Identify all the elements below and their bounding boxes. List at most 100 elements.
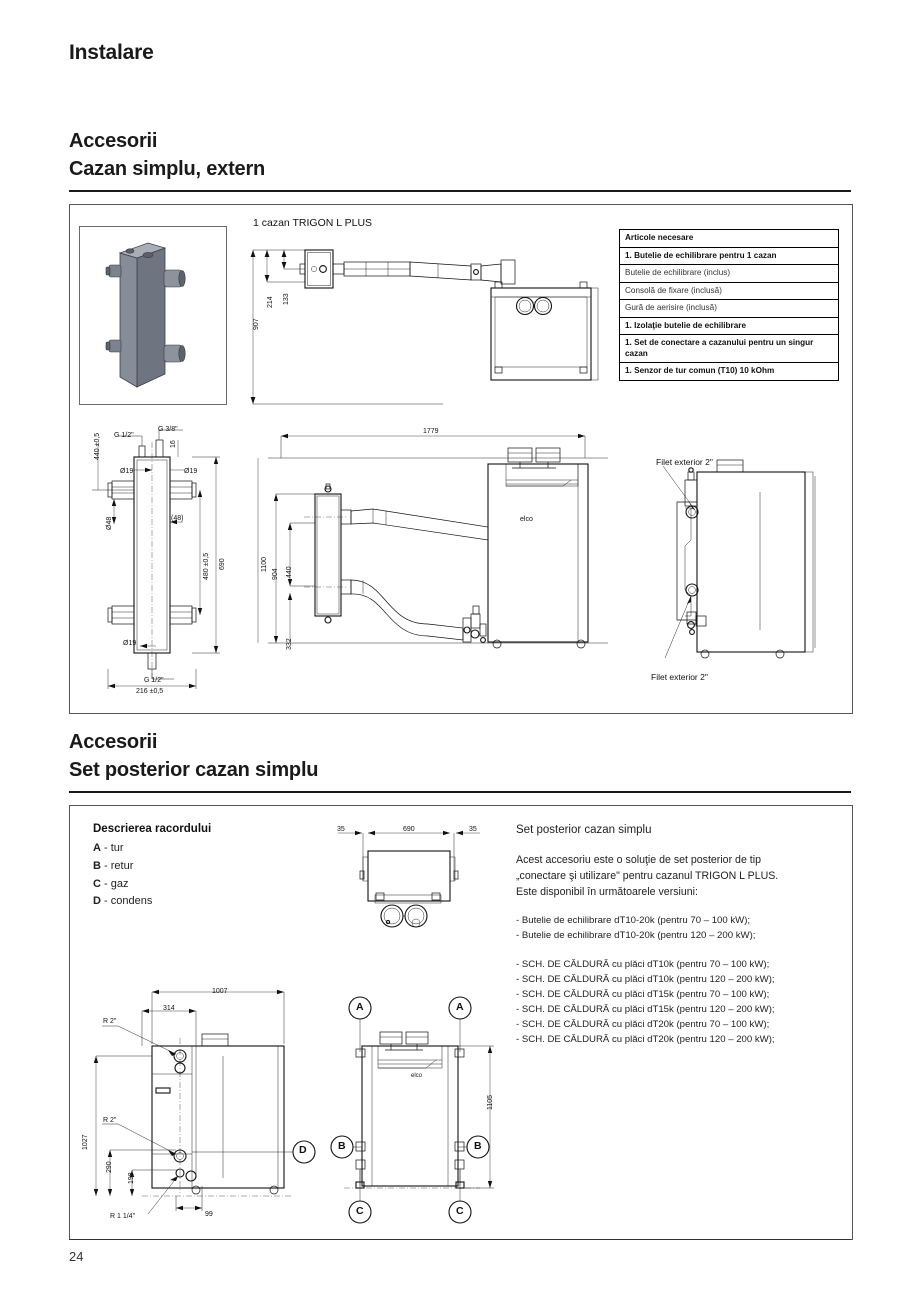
dim-35-right: 35 (469, 826, 477, 833)
connection-label-d: - condens (104, 895, 153, 908)
connection-row-c: C - gaz (93, 876, 323, 894)
callout-a-right: A (456, 1001, 464, 1013)
table-row: 1. Senzor de tur comun (T10) 10 kOhm (620, 363, 839, 381)
table-row: 1. Butelie de echilibrare pentru 1 cazan (619, 247, 839, 265)
footer-divider (69, 1239, 851, 1240)
dim-314: 314 (163, 1005, 175, 1012)
item-6: 1. Set de conectare a cazanului pentru u… (619, 334, 839, 363)
connection-letter-a: A (93, 842, 101, 854)
separator-3d-render (79, 226, 227, 405)
connection-description-title: Descrierea racordului (93, 823, 212, 835)
plan-view-boiler-separator (243, 236, 615, 416)
kit-title: Set posterior cazan simplu (516, 824, 652, 836)
dim-480: 480 ±0,5 (203, 552, 210, 580)
dim-99: 99 (205, 1211, 213, 1218)
section2-heading-line2: Set posterior cazan simplu (69, 759, 319, 781)
table-row: Gură de aerisire (inclusă) (619, 299, 839, 318)
dim-133: 133 (283, 293, 290, 305)
side-view-connections (92, 978, 316, 1218)
kit-version-item: - Butelie de echilibrare dT10-20k (pentr… (516, 915, 751, 927)
item-7: 1. Senzor de tur comun (T10) 10 kOhm (625, 366, 775, 375)
callout-a-left: A (356, 1001, 364, 1013)
dim-1779: 1779 (423, 428, 439, 435)
item-2: Butelie de echilibrare (inclus) (619, 264, 839, 283)
dim-g12-bottom: G 1/2" (144, 677, 164, 684)
dim-332: 332 (286, 638, 293, 650)
kit-paragraph-line1: Acest accesoriu este o soluţie de set po… (516, 854, 761, 866)
dim-216: 216 ±0,5 (136, 688, 164, 695)
dim-904: 904 (272, 568, 279, 580)
table-header-row: Articole necesare (619, 229, 839, 248)
callout-b-right: B (474, 1140, 482, 1152)
dim-g38: G 3/8" (158, 426, 178, 433)
side-assembly-view (257, 428, 618, 678)
kit-version-item: - SCH. DE CĂLDURĂ cu plăci dT20k (pentru… (516, 1019, 770, 1031)
section2-divider (69, 791, 851, 793)
kit-version-item: - SCH. DE CĂLDURĂ cu plăci dT10k (pentru… (516, 973, 775, 985)
item-4: Gură de aerisire (inclusă) (619, 299, 839, 318)
dim-r2-top: R 2" (103, 1018, 117, 1025)
dim-1100: 1100 (261, 556, 268, 572)
callout-c-right: C (456, 1205, 464, 1217)
dim-r114: R 1 1/4" (110, 1213, 136, 1220)
dim-440: 440 (286, 566, 293, 578)
table-row: 1. Set de conectare a cazanului pentru u… (619, 334, 839, 363)
dim-r2-bottom: R 2" (103, 1117, 117, 1124)
connection-letter-d: D (93, 895, 101, 908)
kit-version-item: - SCH. DE CĂLDURĂ cu plăci dT20k (pentru… (516, 1034, 775, 1046)
section2-drawing-panel (69, 805, 853, 1240)
table-row: Consolă de fixare (inclusă) (619, 282, 839, 300)
item-5: 1. Izolaţie butelie de echilibrare (619, 317, 839, 335)
page-number: 24 (69, 1249, 84, 1264)
dim-1027: 1027 (82, 1134, 89, 1150)
connection-row-b: B - retur (93, 858, 323, 876)
item-1: 1. Butelie de echilibrare pentru 1 cazan (619, 247, 839, 265)
dim-1105: 1105 (487, 1094, 494, 1110)
callout-d-right: D (299, 1144, 307, 1156)
dim-dia19-a: Ø19 (120, 468, 134, 475)
brand-label-elco-1: elco (520, 516, 533, 523)
kit-description: Set posterior cazan simplu Acest accesor… (516, 824, 846, 1048)
brand-label-elco-2: elco (411, 1073, 423, 1079)
table-row: Butelie de echilibrare (inclus) (619, 264, 839, 283)
dim-g12-top: G 1/2" (114, 432, 134, 439)
kit-paragraph-line3: Este disponibil în următoarele versiuni: (516, 886, 698, 899)
dim-198: 198 (128, 1172, 135, 1184)
dim-dia19-c: Ø19 (123, 640, 137, 647)
item-3: Consolă de fixare (inclusă) (619, 282, 839, 300)
top-view-boiler-section2 (330, 823, 490, 943)
connection-label-c: - gaz (104, 877, 129, 890)
dim-16: 16 (170, 440, 177, 448)
callout-thread-bottom: Filet exterior 2" (651, 672, 708, 682)
dim-dia48: Ø48 (106, 516, 113, 530)
dim-690: 690 (219, 558, 226, 570)
table-header-cell: Articole necesare (619, 229, 839, 248)
kit-version-item: - SCH. DE CĂLDURĂ cu plăci dT10k (pentru… (516, 958, 770, 970)
connection-label-a: - tur (104, 842, 124, 854)
connection-description: Descrierea racordului A - tur B - retur … (93, 823, 323, 911)
kit-version-item: - SCH. DE CĂLDURĂ cu plăci dT15k (pentru… (516, 1004, 775, 1016)
section2-heading-line1: Accesorii (69, 731, 158, 753)
dim-dia19-b: Ø19 (184, 468, 198, 475)
connection-label-b: - retur (104, 859, 134, 872)
kit-version-item: - SCH. DE CĂLDURĂ cu plăci dT15k (pentru… (516, 988, 770, 1000)
kit-version-item: - Butelie de echilibrare dT10-20k (pentr… (516, 930, 756, 942)
page-title: Instalare (69, 41, 154, 64)
connection-row-a: A - tur (93, 840, 323, 858)
section1-heading-line1: Accesorii (69, 130, 158, 152)
boiler-side-view-threads (655, 450, 835, 680)
dim-440-left: 440 ±0,5 (94, 432, 101, 460)
dim-290: 290 (106, 1161, 113, 1173)
separator-cross-section (88, 424, 263, 699)
section1-divider (69, 190, 851, 192)
dim-48: (48) (171, 515, 184, 522)
dim-35-left: 35 (337, 826, 345, 833)
callout-b-left: B (338, 1140, 346, 1152)
connection-row-d: D - condens (93, 893, 323, 911)
callout-thread-top: Filet exterior 2" (656, 457, 713, 467)
callout-c-left: C (356, 1205, 364, 1217)
table-row: 1. Izolaţie butelie de echilibrare (619, 317, 839, 335)
dim-907: 907 (253, 318, 260, 330)
section1-heading-line2: Cazan simplu, extern (69, 158, 266, 180)
